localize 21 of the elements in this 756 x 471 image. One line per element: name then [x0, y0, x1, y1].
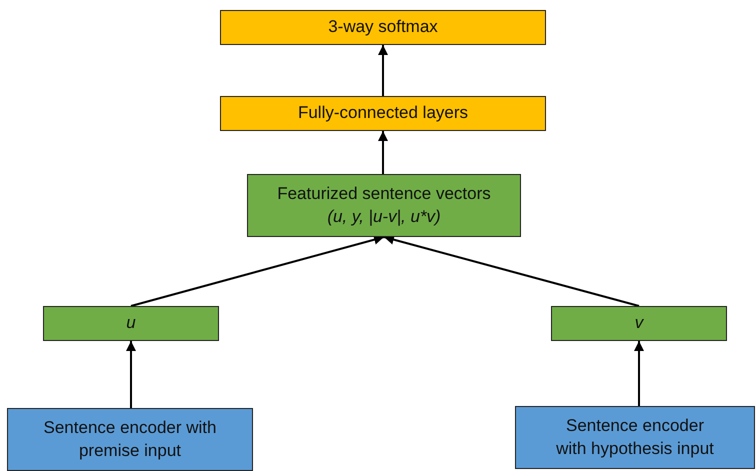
layer-label: Fully-connected layers	[298, 102, 468, 124]
layer-label: u	[126, 312, 136, 334]
layer-box	[515, 406, 755, 469]
layer-box	[220, 10, 546, 45]
layer-label: Sentence encoder with premise input	[42, 417, 218, 462]
layer-label: Featurized sentence vectors	[277, 183, 491, 206]
layer-label: Sentence encoder with hypothesis input	[555, 415, 715, 460]
arrow	[378, 131, 388, 174]
arrow	[126, 341, 136, 408]
layer-box	[220, 96, 546, 131]
arrow	[378, 45, 388, 96]
layer-box	[7, 408, 253, 471]
arrow	[634, 341, 644, 406]
arrow	[384, 234, 640, 307]
layer-label: 3-way softmax	[328, 16, 438, 38]
layer-box	[551, 306, 727, 341]
layer-label: (u, y, |u-v|, u*v)	[327, 206, 441, 228]
layer-box	[43, 306, 219, 341]
layer-box	[247, 174, 521, 237]
layer-label: v	[634, 312, 644, 334]
arrow	[130, 234, 384, 307]
